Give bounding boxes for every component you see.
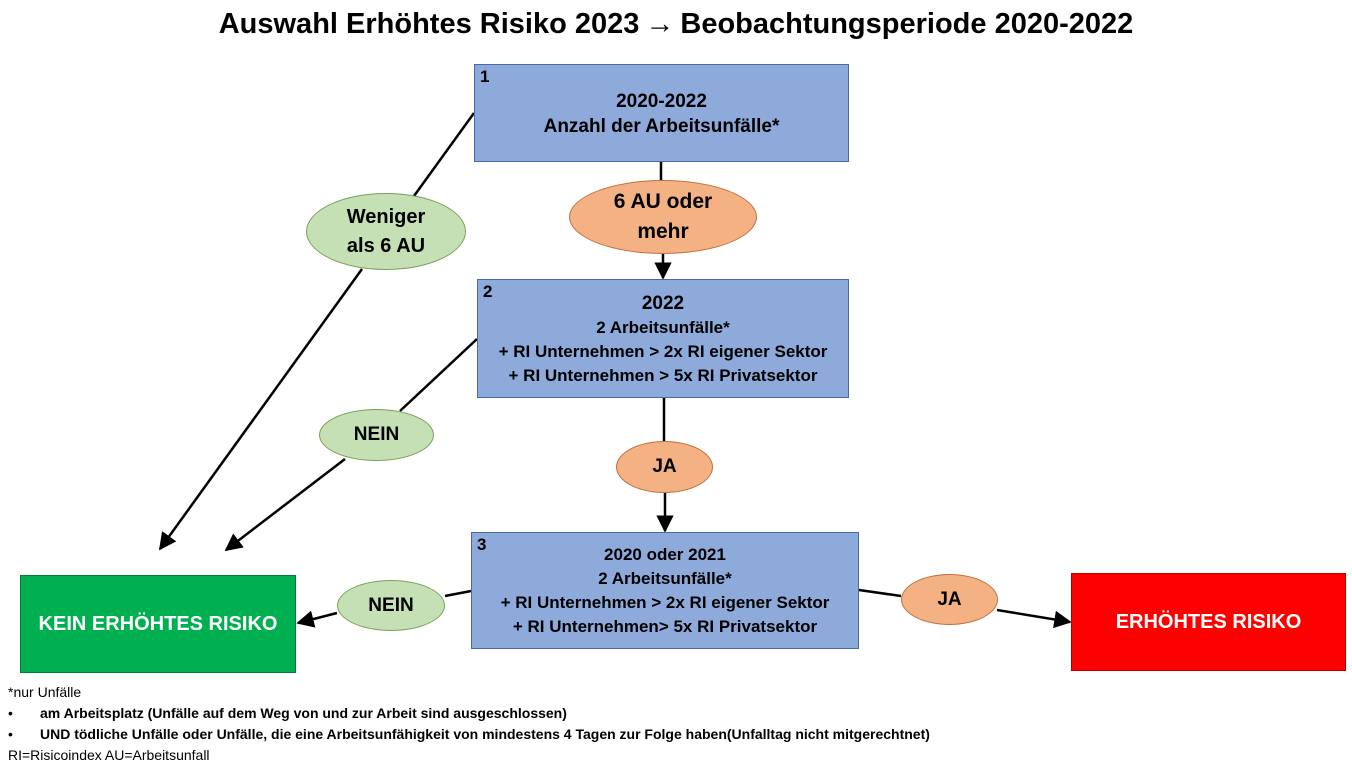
box3-line2: 2 Arbeitsunfälle* [598,569,732,588]
step-number-3: 3 [477,535,487,554]
outcome-risk: ERHÖHTES RISIKO [1071,573,1346,671]
connector-nein-norisk [224,458,346,552]
box2-line4: + RI Unternehmen > 5x RI Privatsektor [508,366,818,385]
label-weniger-als-6-au: Weniger als 6 AU [306,193,466,270]
step-box-1: 1 2020-2022 Anzahl der Arbeitsunfälle* [474,64,849,162]
title-left: Auswahl Erhöhtes Risiko 2023 [218,8,640,40]
box1-line2: Anzahl der Arbeitsunfälle* [543,116,780,137]
footnote-bullet2-text: UND tödliche Unfälle oder Unfälle, die e… [40,726,930,742]
footnote-bullet-2: • UND tödliche Unfälle oder Unfälle, die … [8,724,930,745]
box3-line1: 2020 oder 2021 [604,545,726,564]
step-box-3: 3 2020 oder 2021 2 Arbeitsunfälle* + RI … [471,532,859,649]
footnote-star: * [8,684,14,700]
connector-weniger-norisk [158,268,364,551]
label-nein-box2: NEIN [319,409,434,461]
step-box-2: 2 2022 2 Arbeitsunfälle* + RI Unternehme… [477,279,849,398]
bullet-icon: • [8,726,13,742]
arrow-right-icon: → [645,8,675,40]
footnote: *nur Unfälle • am Arbeitsplatz (Unfälle a… [8,682,930,766]
box2-line2: 2 Arbeitsunfälle* [596,318,730,337]
title-right: Beobachtungsperiode 2020-2022 [680,8,1134,40]
label-nein-box3: NEIN [337,580,445,631]
footnote-head-text: nur Unfälle [13,684,82,700]
connector-box3-ja [858,588,902,598]
box3-line4: + RI Unternehmen> 5x RI Privatsektor [512,617,818,636]
outcome-no-risk: KEIN ERHÖHTES RISIKO [20,575,296,673]
page-title: Auswahl Erhöhtes Risiko 2023→Beobachtung… [0,8,1352,41]
box2-line1: 2022 [641,293,685,314]
footnote-bullet1-text: am Arbeitsplatz (Unfälle auf dem Weg von… [40,705,567,721]
box3-line3: + RI Unternehmen > 2x RI eigener Sektor [500,593,830,612]
bullet-icon: • [8,705,13,721]
box2-line3: + RI Unternehmen > 2x RI eigener Sektor [498,342,828,361]
label-ja-box3: JA [901,574,998,625]
footnote-heading: *nur Unfälle [8,682,930,703]
footnote-bullet-1: • am Arbeitsplatz (Unfälle auf dem Weg vo… [8,703,930,724]
box1-line1: 2020-2022 [616,91,707,112]
footnote-legend: RI=Risicoindex AU=Arbeitsunfall [8,747,210,763]
label-6-au-oder-mehr: 6 AU oder mehr [569,180,757,254]
label-ja-box2: JA [616,441,713,493]
six-au-line2: mehr [637,220,689,243]
weniger-line2: als 6 AU [346,234,426,257]
step-number-1: 1 [480,67,490,86]
six-au-line1: 6 AU oder [613,190,713,213]
connector-nein-norisk2 [296,610,338,628]
step-number-2: 2 [483,282,493,301]
connector-box2-nein [399,338,478,412]
weniger-line1: Weniger [346,205,426,228]
connector-ja-risk [996,608,1072,629]
connector-box3-nein [444,589,472,598]
connector-box1-weniger [412,112,476,197]
